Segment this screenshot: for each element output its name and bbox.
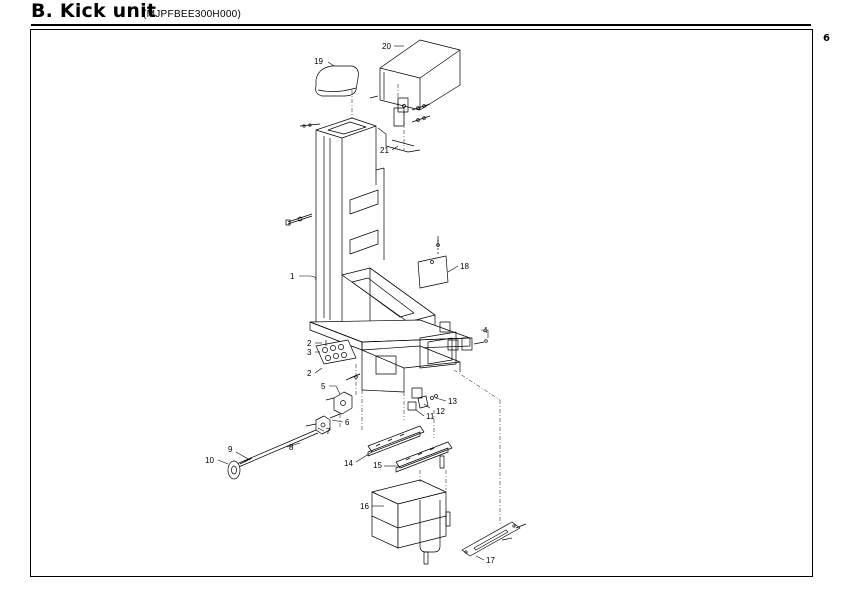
page-number: 6 xyxy=(823,33,830,44)
part-hole-plate xyxy=(315,339,357,365)
callout-15: 15 xyxy=(373,461,382,470)
callout-6: 6 xyxy=(345,418,350,427)
callout-leaders xyxy=(217,45,489,561)
callout-17: 17 xyxy=(486,556,495,565)
assembly-lines xyxy=(339,84,501,524)
callout-16: 16 xyxy=(360,502,369,511)
callout-2-top: 2 xyxy=(307,339,312,348)
callout-3: 3 xyxy=(307,348,312,357)
part-plate xyxy=(417,240,449,289)
section-header: B. Kick unit (MJPFBEE300H000) xyxy=(31,0,811,26)
callout-18: 18 xyxy=(460,262,469,271)
part-side-block xyxy=(461,337,488,351)
part-shaft xyxy=(227,429,319,480)
part-bolts xyxy=(285,95,440,379)
part-top-bracket xyxy=(379,39,461,113)
part-guide-block xyxy=(371,479,451,565)
part-bearing-block xyxy=(325,373,361,415)
callout-20: 20 xyxy=(382,42,391,51)
part-main-column xyxy=(315,117,385,331)
part-rail-15 xyxy=(395,441,453,473)
part-code: (MJPFBEE300H000) xyxy=(143,9,242,20)
callout-19: 19 xyxy=(314,57,323,66)
part-rail-14 xyxy=(367,425,425,457)
callout-8: 8 xyxy=(289,443,294,452)
part-gusset xyxy=(341,267,436,331)
part-small-bracket xyxy=(377,103,431,153)
callout-10: 10 xyxy=(205,456,214,465)
callout-13: 13 xyxy=(448,397,457,406)
callout-12: 12 xyxy=(436,407,445,416)
callout-21: 21 xyxy=(380,146,389,155)
callout-4: 4 xyxy=(483,326,488,335)
callout-2-bottom: 2 xyxy=(307,369,312,378)
part-slotted-plate xyxy=(461,521,527,557)
section-title: B. Kick unit xyxy=(31,0,157,22)
callout-labels: 1 2 3 2 4 5 6 7 8 9 10 11 12 13 14 15 16… xyxy=(205,42,495,565)
callout-11: 11 xyxy=(426,412,435,421)
callout-1: 1 xyxy=(290,272,295,281)
callout-9: 9 xyxy=(228,445,233,454)
callout-7: 7 xyxy=(326,427,331,436)
part-coupling xyxy=(305,413,341,435)
callout-14: 14 xyxy=(344,459,353,468)
callout-5: 5 xyxy=(321,382,326,391)
part-hardware-set xyxy=(407,394,438,411)
diagram-frame xyxy=(30,29,813,577)
part-top-cap xyxy=(315,65,359,97)
